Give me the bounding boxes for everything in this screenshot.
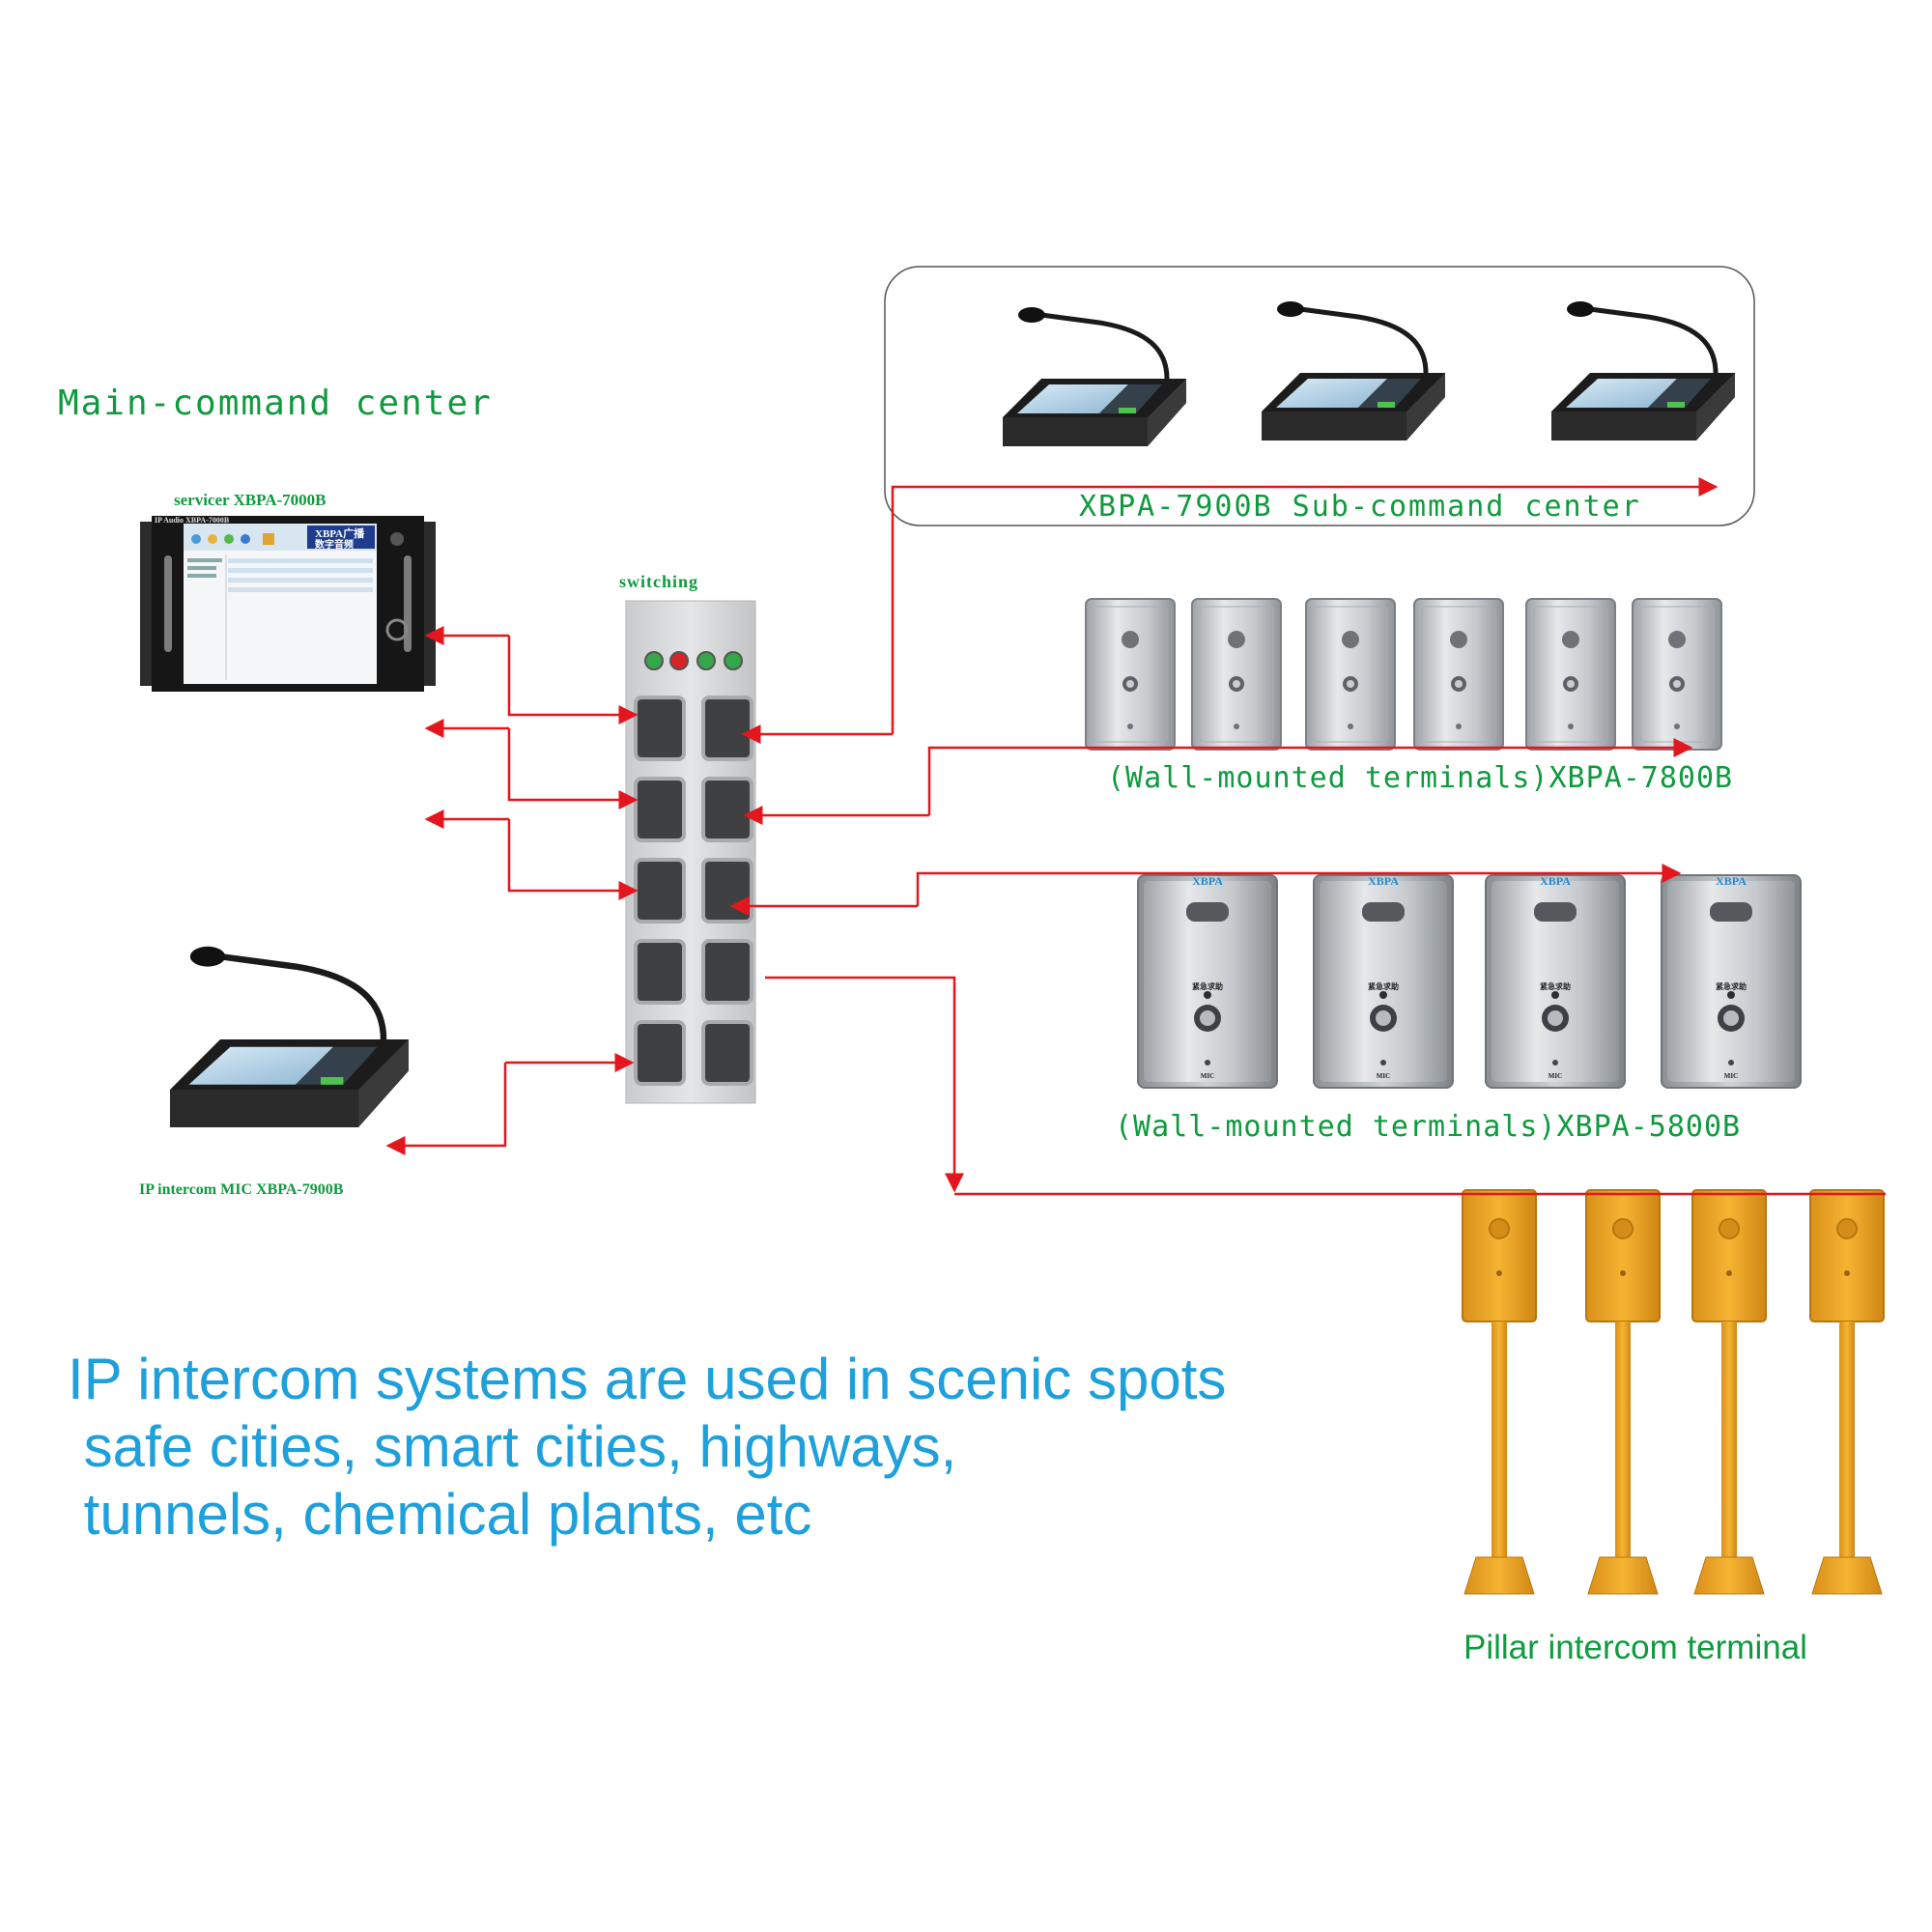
wall-terminal-5800b-2: XBPA 紧急求助 MIC xyxy=(1313,874,1454,1089)
panel-brand-text: XBPA xyxy=(1540,874,1571,888)
arrow-servicer-to-switch-2 xyxy=(507,728,639,810)
panel-brand-text: XBPA xyxy=(1368,874,1399,888)
arrow-switch-to-pillar-bus xyxy=(765,976,964,1193)
headline-line-3: tunnels, chemical plants, etc xyxy=(68,1482,811,1547)
switch-ports xyxy=(634,696,753,1086)
server-banner-text: XBPA广播 xyxy=(315,526,365,540)
pillar-terminal-2 xyxy=(1585,1189,1661,1595)
wall-terminal-7800b-3 xyxy=(1305,598,1396,751)
panel-sos-text: 紧急求助 xyxy=(1716,981,1747,991)
arrow-to-sub-center xyxy=(891,477,1719,734)
panel-mic-text: MIC xyxy=(1548,1072,1562,1080)
panel-sos-text: 紧急求助 xyxy=(1368,981,1399,991)
headline-line-2: safe cities, smart cities, highways, xyxy=(68,1414,956,1479)
wall-5800b-label: (Wall-mounted terminals)XBPA-5800B xyxy=(1115,1110,1741,1144)
switch-led-4 xyxy=(724,651,743,670)
sub-center-mic-console-2 xyxy=(1262,301,1445,440)
arrow-servicer-to-switch-3 xyxy=(507,819,639,900)
servicer-label: servicer XBPA-7000B xyxy=(174,491,327,509)
switch-led-2 xyxy=(669,651,689,670)
pillar-terminal-label: Pillar intercom terminal xyxy=(1463,1629,1807,1666)
wall-terminal-7800b-5 xyxy=(1525,598,1616,751)
sub-center-mic-console-1 xyxy=(1003,307,1186,446)
ip-intercom-mic-label: IP intercom MIC XBPA-7900B xyxy=(139,1181,344,1198)
arrow-servicer-to-switch-1 xyxy=(507,636,639,724)
wall-terminal-5800b-3: XBPA 紧急求助 MIC xyxy=(1485,874,1626,1089)
panel-brand-text: XBPA xyxy=(1192,874,1223,888)
switch-led-3 xyxy=(696,651,716,670)
pillar-terminal-4 xyxy=(1809,1189,1885,1595)
wall-terminal-7800b-4 xyxy=(1413,598,1504,751)
sub-center-mic-console-3 xyxy=(1551,301,1735,440)
wall-7800b-label: (Wall-mounted terminals)XBPA-7800B xyxy=(1107,761,1733,795)
panel-mic-text: MIC xyxy=(1724,1072,1738,1080)
main-command-center-label: Main-command center xyxy=(58,384,493,423)
wall-5800b-group: XBPA 紧急求助 MIC XBPA 紧急求助 MIC XBPA 紧急求助 MI… xyxy=(1137,874,1802,1089)
wall-terminal-7800b-2 xyxy=(1191,598,1282,751)
wall-7800b-group xyxy=(1085,598,1722,751)
switching-label: switching xyxy=(619,572,698,591)
wall-terminal-7800b-1 xyxy=(1085,598,1176,751)
panel-sos-text: 紧急求助 xyxy=(1192,981,1223,991)
arrow-switch-to-mic-console xyxy=(385,1063,507,1155)
arrow-to-wall-5800b xyxy=(916,864,1682,906)
sub-command-center-frame xyxy=(884,266,1755,526)
wall-terminal-5800b-1: XBPA 紧急求助 MIC xyxy=(1137,874,1278,1089)
panel-brand-text: XBPA xyxy=(1716,874,1747,888)
pillar-terminal-group xyxy=(1462,1189,1885,1595)
pillar-terminal-1 xyxy=(1462,1189,1537,1595)
pillar-terminal-3 xyxy=(1691,1189,1767,1595)
switching-unit xyxy=(625,600,756,1104)
panel-mic-text: MIC xyxy=(1377,1072,1390,1080)
servicer-xbpa-7000b: XBPA广播 数字音频 IP Audio XBPA-7000B xyxy=(140,516,436,692)
sub-command-center-label: XBPA-7900B Sub-command center xyxy=(1079,490,1641,524)
switch-led-1 xyxy=(644,651,664,670)
server-banner-subtext: 数字音频 xyxy=(315,538,354,551)
headline-line-1: IP intercom systems are used in scenic s… xyxy=(68,1347,1226,1411)
arrow-to-wall-7800b xyxy=(927,738,1693,815)
panel-mic-text: MIC xyxy=(1201,1072,1214,1080)
wall-terminal-7800b-6 xyxy=(1632,598,1722,751)
wall-terminal-5800b-4: XBPA 紧急求助 MIC xyxy=(1661,874,1802,1089)
main-center-mic-console xyxy=(170,947,409,1127)
panel-sos-text: 紧急求助 xyxy=(1540,981,1571,991)
server-brand-text: IP Audio XBPA-7000B xyxy=(155,516,230,525)
